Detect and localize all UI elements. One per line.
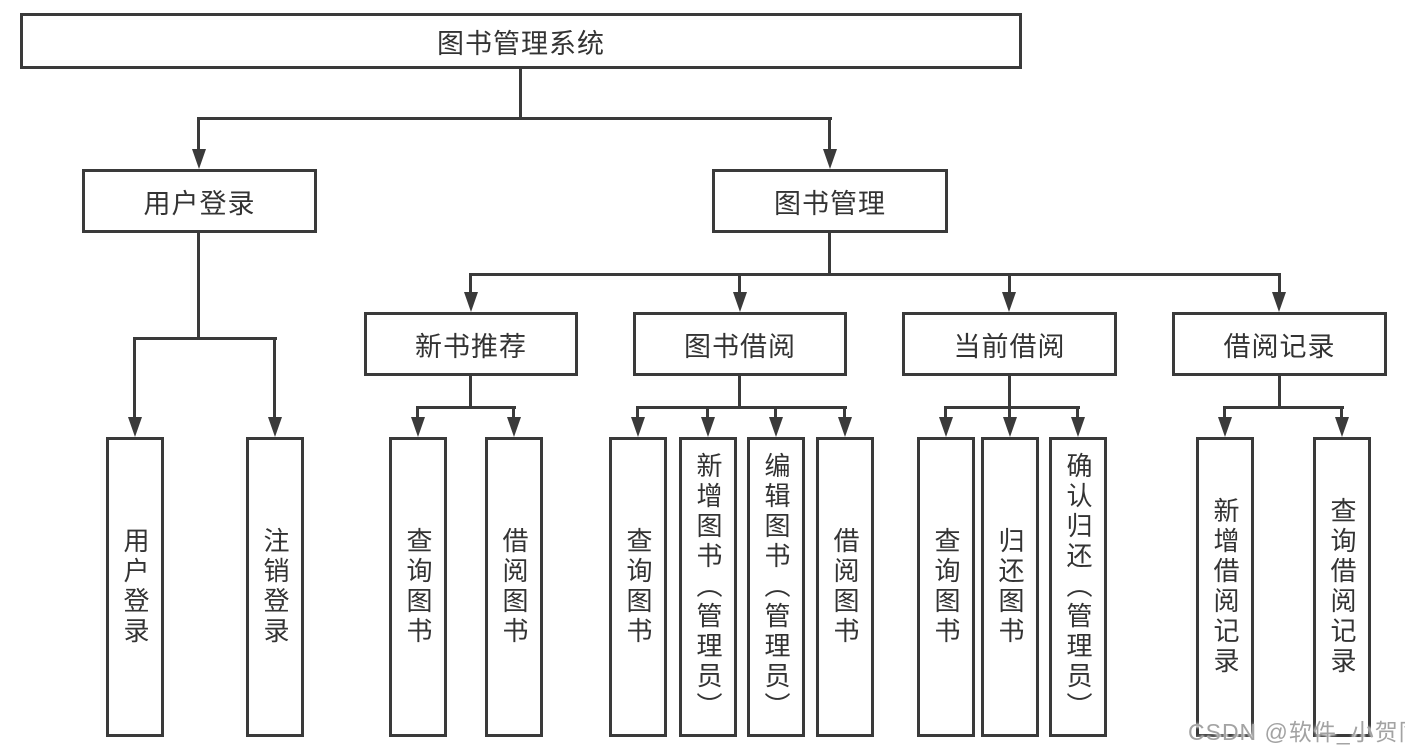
arrow-cb-leaf3 — [1071, 417, 1085, 437]
leaf-user-login-label: 用户登录 — [120, 527, 150, 647]
arrow-into-borrow-records — [1272, 292, 1286, 312]
connector-to-current-borrow — [1008, 273, 1011, 296]
arrow-cb-leaf1 — [939, 417, 953, 437]
leaf-return-books: 归还图书 — [981, 437, 1039, 737]
connector-current-borrow-trunk — [1008, 376, 1011, 407]
leaf-current-query-books-label: 查询图书 — [931, 527, 961, 647]
connector-borrow-records-branch — [1223, 406, 1344, 409]
leaf-newbook-borrow-books-label: 借阅图书 — [499, 527, 529, 647]
leaf-newbook-query-books: 查询图书 — [389, 437, 447, 737]
leaf-confirm-return-admin-label: 确认归还（管理员） — [1063, 452, 1093, 722]
connector-to-book-management — [828, 117, 831, 151]
leaf-current-query-books: 查询图书 — [917, 437, 975, 737]
leaf-add-borrow-record: 新增借阅记录 — [1196, 437, 1254, 737]
arrow-br-leaf1 — [1218, 417, 1232, 437]
leaf-add-borrow-record-label: 新增借阅记录 — [1210, 497, 1240, 677]
connector-nb-leaf1 — [416, 406, 419, 421]
arrow-nb-leaf1 — [411, 417, 425, 437]
connector-to-leaf-user-login — [133, 337, 136, 419]
leaf-return-books-label: 归还图书 — [995, 527, 1025, 647]
leaf-edit-books-admin: 编辑图书（管理员） — [747, 437, 805, 737]
arrow-bb-leaf4 — [838, 417, 852, 437]
leaf-newbook-borrow-books: 借阅图书 — [485, 437, 543, 737]
arrow-nb-leaf2 — [507, 417, 521, 437]
node-borrow-records: 借阅记录 — [1172, 312, 1387, 376]
leaf-add-books-admin-label: 新增图书（管理员） — [693, 452, 723, 722]
connector-cb-leaf2 — [1008, 406, 1011, 421]
leaf-logout-label: 注销登录 — [260, 527, 290, 647]
connector-to-borrow-records — [1278, 273, 1281, 296]
arrow-br-leaf2 — [1335, 417, 1349, 437]
arrow-into-leaf-user-login — [128, 417, 142, 437]
connector-book-mgmt-trunk — [828, 233, 831, 275]
leaf-borrow-books: 借阅图书 — [816, 437, 874, 737]
connector-to-new-book — [469, 273, 472, 296]
connector-book-borrow-branch — [636, 406, 847, 409]
arrow-bb-leaf3 — [769, 417, 783, 437]
connector-to-book-borrow — [738, 273, 741, 296]
connector-bb-leaf3 — [774, 406, 777, 421]
node-current-borrow: 当前借阅 — [902, 312, 1117, 376]
arrow-into-user-login — [192, 149, 206, 169]
connector-new-book-branch — [416, 406, 516, 409]
leaf-logout: 注销登录 — [246, 437, 304, 737]
leaf-add-books-admin: 新增图书（管理员） — [679, 437, 737, 737]
connector-user-login-branch — [133, 337, 277, 340]
arrow-bb-leaf2 — [701, 417, 715, 437]
connector-user-login-trunk — [197, 233, 200, 339]
leaf-user-login: 用户登录 — [106, 437, 164, 737]
connector-bb-leaf2 — [706, 406, 709, 421]
connector-book-mgmt-branch — [469, 273, 1281, 276]
connector-root-branch — [197, 117, 832, 120]
connector-book-borrow-trunk — [738, 376, 741, 407]
node-root: 图书管理系统 — [20, 13, 1022, 69]
connector-nb-leaf2 — [512, 406, 515, 421]
connector-to-user-login — [197, 117, 200, 151]
connector-root-trunk — [519, 69, 522, 119]
connector-br-leaf1 — [1223, 406, 1226, 421]
leaf-query-borrow-record-label: 查询借阅记录 — [1327, 497, 1357, 677]
leaf-borrow-books-label: 借阅图书 — [830, 527, 860, 647]
watermark: CSDN @软件_小贺同学 — [1188, 719, 1405, 745]
node-book-management: 图书管理 — [712, 169, 948, 233]
arrow-bb-leaf1 — [631, 417, 645, 437]
arrow-into-current-borrow — [1002, 292, 1016, 312]
connector-cb-leaf1 — [944, 406, 947, 421]
connector-br-leaf2 — [1340, 406, 1343, 421]
connector-new-book-trunk — [469, 376, 472, 407]
leaf-query-borrow-record: 查询借阅记录 — [1313, 437, 1371, 737]
connector-cb-leaf3 — [1076, 406, 1079, 421]
connector-bb-leaf4 — [843, 406, 846, 421]
arrow-into-leaf-logout — [268, 417, 282, 437]
arrow-into-new-book — [464, 292, 478, 312]
node-book-borrow: 图书借阅 — [633, 312, 847, 376]
arrow-cb-leaf2 — [1003, 417, 1017, 437]
connector-bb-leaf1 — [636, 406, 639, 421]
node-new-book-recommend: 新书推荐 — [364, 312, 578, 376]
leaf-borrow-query-books: 查询图书 — [609, 437, 667, 737]
arrow-into-book-borrow — [733, 292, 747, 312]
connector-to-leaf-logout — [273, 337, 276, 419]
leaf-edit-books-admin-label: 编辑图书（管理员） — [761, 452, 791, 722]
connector-borrow-records-trunk — [1278, 376, 1281, 407]
arrow-into-book-management — [823, 149, 837, 169]
leaf-borrow-query-books-label: 查询图书 — [623, 527, 653, 647]
connector-current-borrow-branch — [944, 406, 1080, 409]
node-user-login: 用户登录 — [82, 169, 317, 233]
leaf-confirm-return-admin: 确认归还（管理员） — [1049, 437, 1107, 737]
leaf-newbook-query-books-label: 查询图书 — [403, 527, 433, 647]
